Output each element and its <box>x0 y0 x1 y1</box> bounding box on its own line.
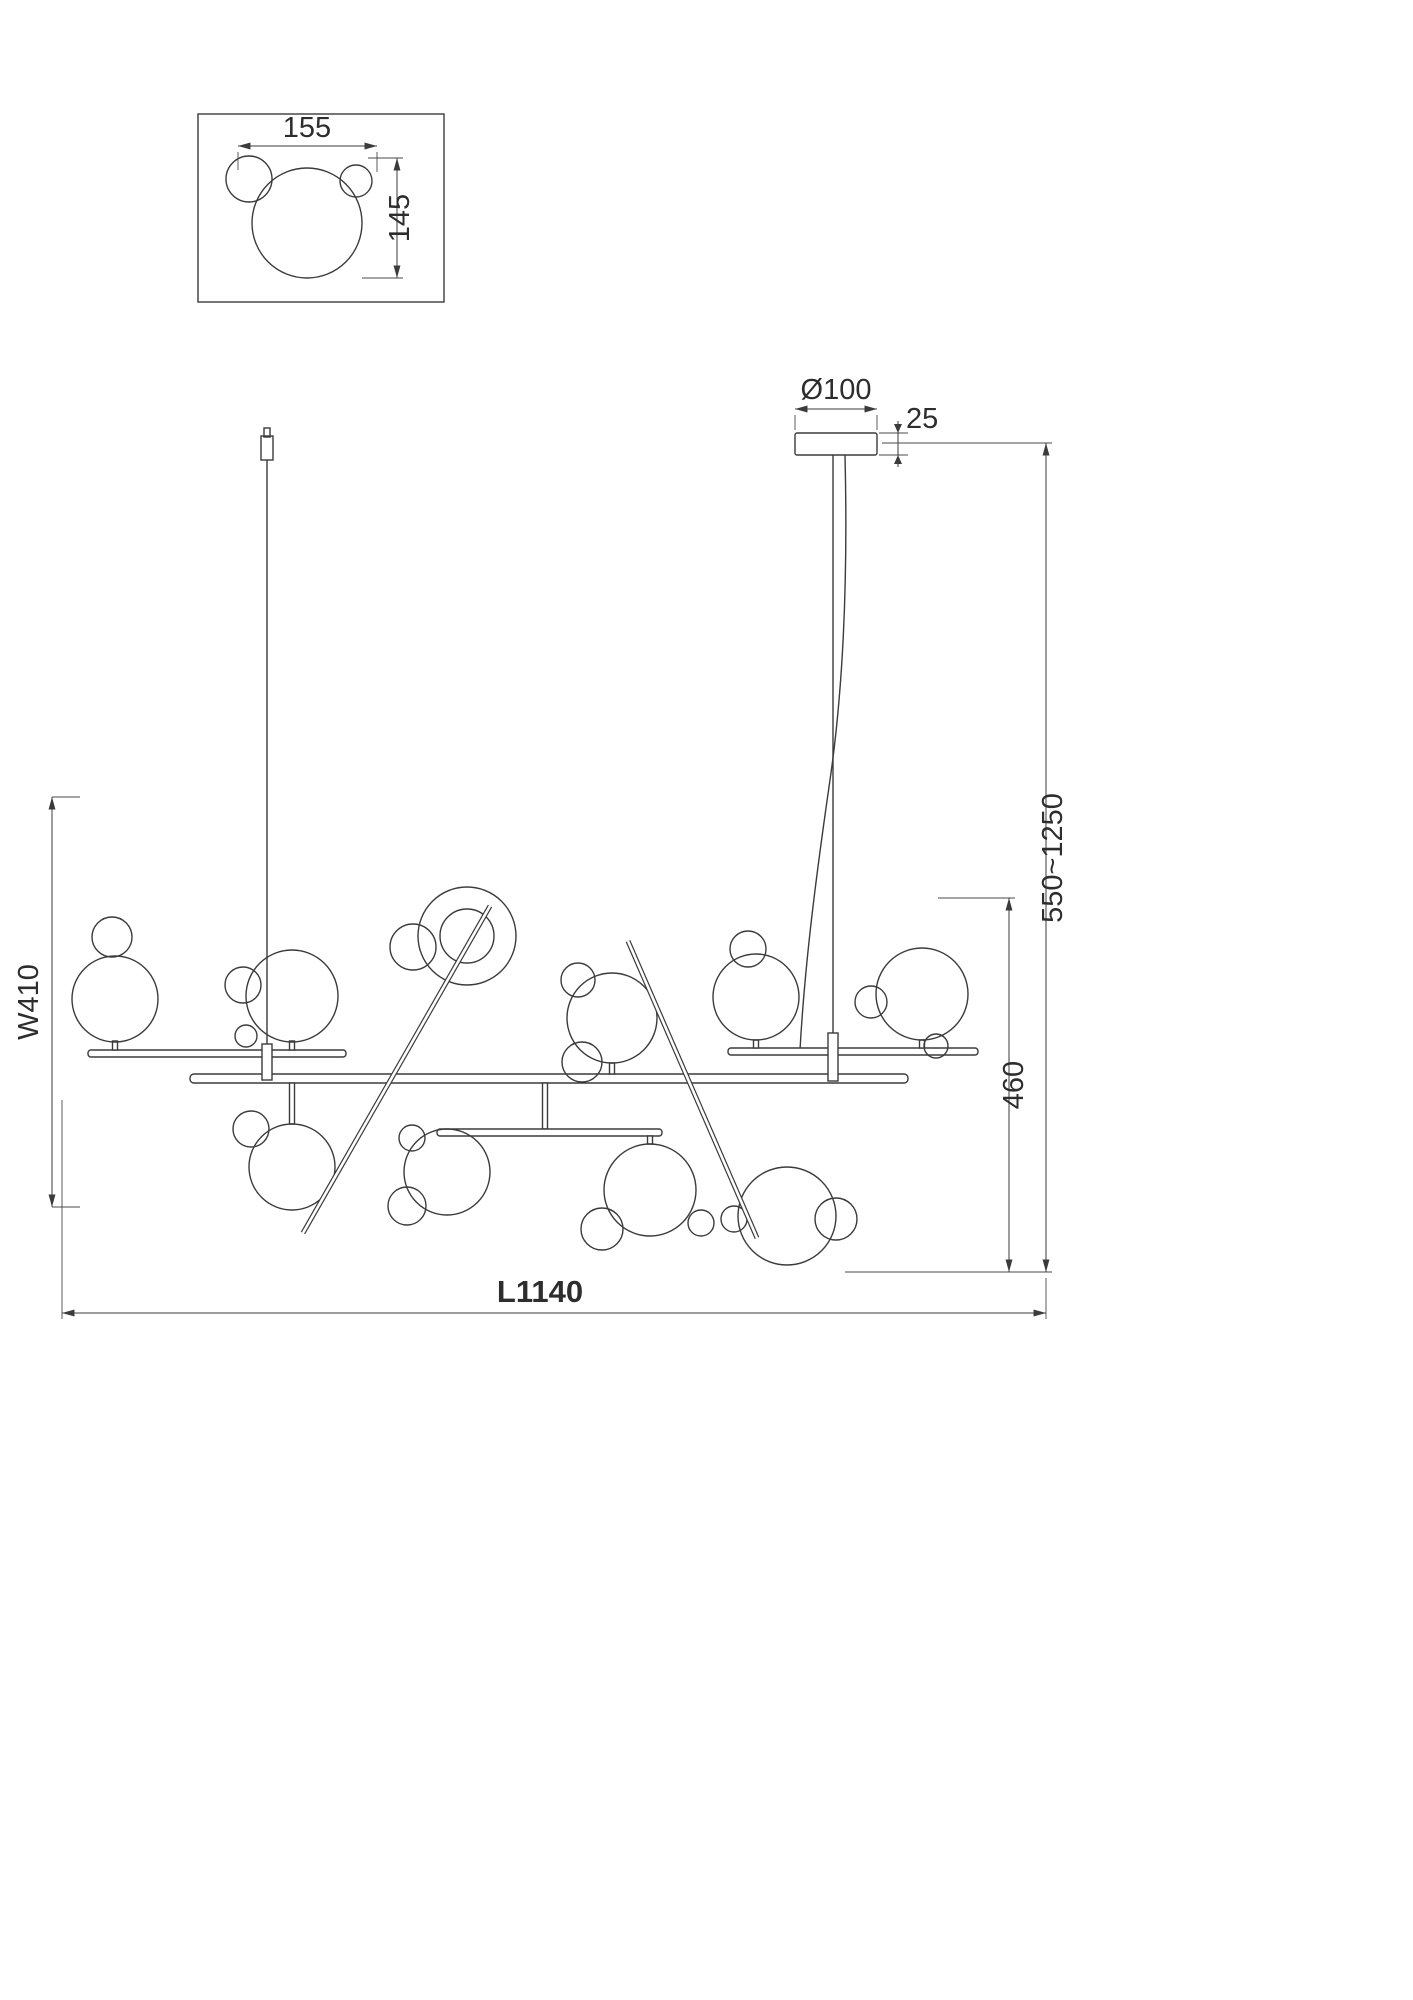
globe-circle <box>566 972 658 1064</box>
globe-circle <box>71 955 159 1043</box>
globe-circle <box>248 1123 336 1211</box>
shade-2 <box>224 949 339 1048</box>
globe-circle <box>245 949 339 1043</box>
detail-height-dimension: 145 <box>362 157 416 279</box>
diagonal-rod-right-core <box>626 940 759 1239</box>
detail-width-dimension: 155 <box>237 112 378 172</box>
lower-bar-hanger <box>541 1082 549 1130</box>
main-bar <box>189 1073 909 1084</box>
dimension-annotations: Ø100 25 550~1250 460 <box>13 374 1069 1319</box>
fixture-length-dimension: L1140 <box>61 1100 1047 1319</box>
detail-frame <box>197 113 445 303</box>
bubble-circle <box>814 1197 858 1241</box>
upper-right-bar <box>727 1047 979 1056</box>
globe-circle <box>417 886 517 986</box>
stem <box>288 1040 296 1051</box>
detail-bubble-right <box>339 164 373 198</box>
shade-4 <box>560 962 658 1083</box>
lower-bar <box>436 1128 663 1137</box>
globe-circle <box>737 1166 837 1266</box>
canopy-diameter-dimension: Ø100 <box>794 374 878 430</box>
bubble-circle <box>398 1124 426 1152</box>
shade-detail-view: 155 145 <box>197 112 445 303</box>
bubble-circle <box>687 1209 715 1237</box>
left-cable-connector <box>261 1043 273 1081</box>
detail-width-label: 155 <box>283 112 331 144</box>
stem <box>608 1062 616 1075</box>
bubble-circle <box>389 923 437 971</box>
arrow-down <box>894 424 902 433</box>
bubble-circle <box>560 962 596 998</box>
stem <box>646 1135 654 1145</box>
bubble-circle <box>232 1110 270 1148</box>
suspension-range-dimension: 550~1250 <box>845 442 1069 1273</box>
globe-circle <box>403 1128 491 1216</box>
shade-7 <box>232 1110 336 1211</box>
globe-inner-circle <box>439 908 495 964</box>
shade-1 <box>71 916 159 1043</box>
right-cable-connector <box>827 1032 839 1082</box>
bubble-circle <box>580 1207 624 1251</box>
diagonal-rod-left-core <box>301 905 492 1234</box>
fixture-length-label: L1140 <box>497 1274 583 1309</box>
globe-circle <box>875 947 969 1041</box>
bubble-circle <box>729 930 767 968</box>
detail-bubble-left <box>225 155 273 203</box>
globe-circle <box>712 953 800 1041</box>
right-cable-curved <box>799 454 847 1051</box>
chandelier-drawing <box>71 427 979 1266</box>
canopy-height-dimension: 25 <box>879 403 938 467</box>
bubble-circle <box>561 1041 603 1083</box>
shade-9 <box>580 1143 715 1251</box>
bubble-circle <box>91 916 133 958</box>
shade-3 <box>389 886 517 986</box>
bubble-circle <box>234 1024 258 1048</box>
ceiling-canopy <box>794 432 878 456</box>
shade-8 <box>387 1124 491 1226</box>
fixture-width-label: W410 <box>13 964 45 1040</box>
shade-5 <box>712 930 800 1041</box>
frame-bars <box>87 1032 979 1137</box>
bubble-circle <box>854 985 888 1019</box>
shade-6 <box>854 947 969 1059</box>
stem <box>111 1040 119 1051</box>
left-suspension <box>260 427 274 1044</box>
canopy-height-label: 25 <box>906 403 938 435</box>
stem <box>752 1039 760 1049</box>
glass-shades <box>71 886 969 1266</box>
arrow-up <box>894 455 902 464</box>
suspension-range-label: 550~1250 <box>1037 793 1069 923</box>
detail-height-label: 145 <box>384 194 416 242</box>
stem <box>288 1082 296 1125</box>
fixture-width-dimension: W410 <box>13 796 80 1208</box>
bubble-circle <box>923 1033 949 1059</box>
globe-circle <box>603 1143 697 1237</box>
left-fitting-nub <box>263 427 271 438</box>
bubble-circle <box>387 1186 427 1226</box>
body-drop-dimension: 460 <box>938 897 1030 1272</box>
upper-left-bar <box>87 1049 347 1058</box>
diagonal-rods <box>300 904 760 1239</box>
left-cable-fitting <box>260 435 274 461</box>
canopy-diameter-label: Ø100 <box>801 374 872 406</box>
right-suspension <box>794 432 878 1051</box>
shade-stems <box>111 1039 926 1145</box>
detail-globe-circle <box>251 167 363 279</box>
bubble-circle <box>224 966 262 1004</box>
body-drop-label: 460 <box>998 1061 1030 1109</box>
shade-10 <box>720 1166 858 1266</box>
